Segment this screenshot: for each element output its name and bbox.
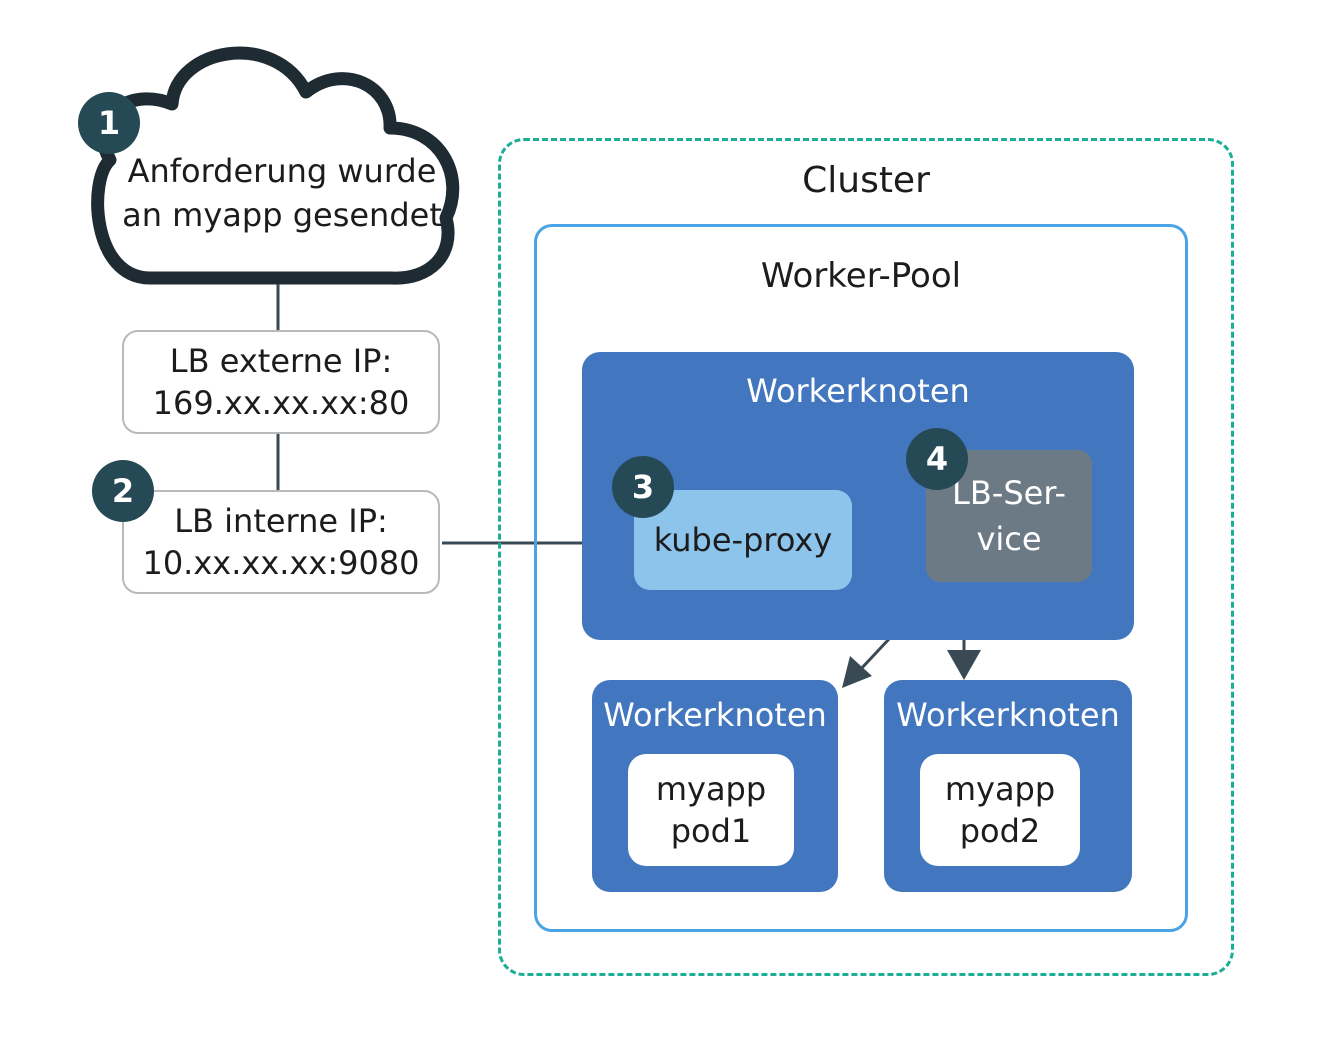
external-ip-label: LB externe IP: <box>169 342 393 380</box>
pod1-label-line1: myapp <box>655 770 767 808</box>
step-badge-3: 3 <box>612 456 674 518</box>
cloud-label-line2: an myapp gesendet <box>122 196 442 234</box>
internal-ip-value: 10.xx.xx.xx:9080 <box>142 544 420 582</box>
cluster-boundary <box>498 138 1234 976</box>
worker-node-main-title: Workerknoten <box>746 372 970 410</box>
pod-myapp-pod1: myapp pod1 <box>628 754 794 866</box>
worker-pool-boundary <box>534 224 1188 932</box>
internal-ip-label: LB interne IP: <box>174 502 388 540</box>
cloud-shape <box>91 46 460 285</box>
external-ip-box: LB externe IP: 169.xx.xx.xx:80 <box>122 330 440 434</box>
worker-node-pod1-title: Workerknoten <box>603 696 827 734</box>
pod2-label-line1: myapp <box>944 770 1056 808</box>
internal-ip-box: LB interne IP: 10.xx.xx.xx:9080 <box>122 490 440 594</box>
lb-service-label-line1: LB-Ser- <box>952 474 1066 512</box>
arrowhead-worker-b <box>947 650 981 680</box>
step-badge-1: 1 <box>78 92 140 154</box>
arrowhead-worker-a <box>842 656 872 688</box>
worker-pool-title: Worker-Pool <box>760 256 962 296</box>
step-badge-2: 2 <box>92 460 154 522</box>
pod-myapp-pod2: myapp pod2 <box>920 754 1080 866</box>
kube-proxy-label: kube-proxy <box>653 521 833 559</box>
pod1-label-line2: pod1 <box>670 812 752 850</box>
kube-proxy-box: kube-proxy <box>634 490 852 590</box>
pod2-label-line2: pod2 <box>959 812 1041 850</box>
external-ip-value: 169.xx.xx.xx:80 <box>152 384 410 422</box>
step-badge-4: 4 <box>906 428 968 490</box>
cloud-request-label: Anforderung wurde an myapp gesendet <box>112 148 452 238</box>
worker-node-pod2-title: Workerknoten <box>896 696 1120 734</box>
cloud-label-line1: Anforderung wurde <box>127 152 437 190</box>
lb-service-label-line2: vice <box>976 520 1042 558</box>
cluster-title: Cluster <box>802 160 930 201</box>
